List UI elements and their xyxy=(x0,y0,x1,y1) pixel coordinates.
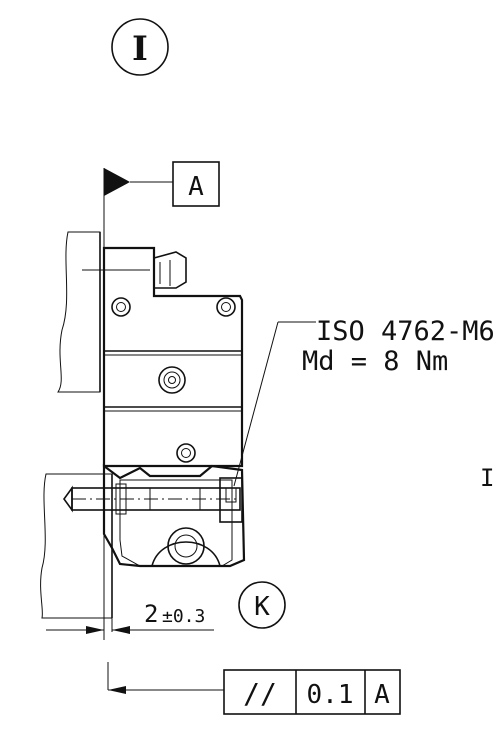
body-outline xyxy=(102,246,244,468)
parallelism-symbol: // xyxy=(243,677,277,710)
datum-box xyxy=(172,161,220,207)
tolerance-datum: A xyxy=(374,680,390,710)
screw-spec-line1: ISO 4762-M6 xyxy=(316,316,495,347)
parallelism-leader xyxy=(107,662,224,694)
screw-callout-leader xyxy=(233,321,316,487)
fitting xyxy=(153,251,187,289)
datum-triangle xyxy=(104,168,130,196)
dimension-tolerance: ±0.3 xyxy=(162,606,205,627)
clamp-section xyxy=(63,463,246,568)
screw-head-upper-left xyxy=(111,297,131,317)
component-body xyxy=(82,246,244,468)
tolerance-frame-box xyxy=(223,669,401,715)
view-label-text: I xyxy=(132,29,148,69)
detail-label-badge: K xyxy=(238,581,286,629)
lower-wall-section xyxy=(40,473,113,619)
dimension-gap xyxy=(46,566,214,640)
upper-wall-section xyxy=(57,231,101,393)
screw-torque-line2: Md = 8 Nm xyxy=(302,346,448,377)
view-label-badge: I xyxy=(111,18,169,76)
tolerance-frame: // 0.1 A xyxy=(223,669,401,715)
screw-head-center xyxy=(158,366,186,394)
tolerance-value: 0.1 xyxy=(307,680,354,710)
screw-head-lower xyxy=(176,443,196,463)
partial-callout-right: IS xyxy=(480,464,496,492)
detail-label-text: K xyxy=(254,592,270,622)
screw-head-upper-right xyxy=(216,297,236,317)
datum-letter: A xyxy=(188,172,204,202)
dimension-value: 2 xyxy=(144,600,158,628)
